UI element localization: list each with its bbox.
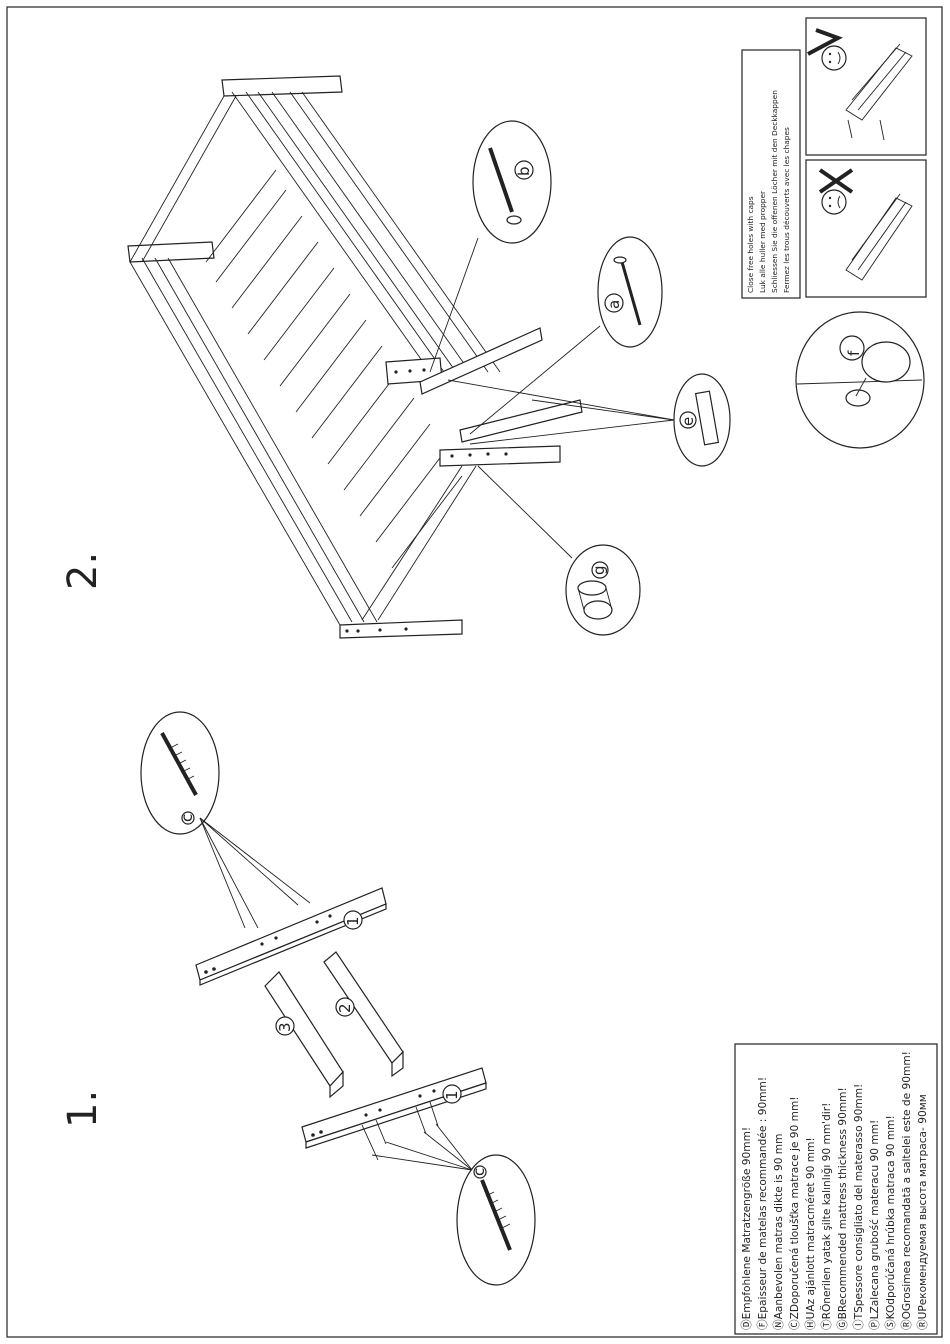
mattress-note-line-8: ⒾTSpessore consigliato del materasso 90m… (853, 1084, 865, 1330)
board-part-3: 3 (264, 971, 344, 1099)
caps-note-line-1: Close free holes with caps (746, 196, 755, 293)
happy-face-icon (821, 45, 847, 71)
frame-assembly (127, 75, 583, 639)
mattress-note-box: ⒹEmpfohlene Matratzengröße 90mm! ⒻEpaiss… (734, 1043, 938, 1335)
mattress-note-line-1: ⒹEmpfohlene Matratzengröße 90mm! (741, 1127, 753, 1330)
mattress-note-line-10: ⓈKOdporúčaná hrúbka matraca 90 mm! (885, 1115, 897, 1330)
mattress-note-line-9: ⓅLZalecana grubość materacu 90 mm! (869, 1120, 881, 1330)
label-bolt-b: b (515, 166, 533, 176)
callout-dowel-e: e (447, 373, 731, 467)
board-part-1-bottom: 1 (301, 1067, 487, 1161)
caps-note-line-2: Luk alle huller med propper (758, 190, 767, 293)
label-bolt-a: a (605, 300, 623, 309)
label-part-2: 2 (336, 1003, 354, 1013)
mattress-note-line-6: ⓉRÖnerilen yatak şilte kalınlığı 90 mm'd… (820, 1103, 833, 1330)
frame-slats (205, 169, 463, 569)
callout-cap-f: f (795, 311, 925, 449)
page-border (6, 6, 943, 1338)
caps-note-box: Close free holes with caps Luk alle hull… (741, 49, 801, 299)
mattress-note-line-4: ⒸZDoporučená tloušťka matrace je 90 mm! (789, 1096, 801, 1330)
step-two-number: 2. (60, 552, 106, 590)
label-part-3: 3 (276, 1022, 294, 1032)
wrong-example-panel (805, 159, 927, 298)
mattress-note-line-11: ⓇOGrosimea recomandată a saltelei este d… (901, 1051, 913, 1330)
mattress-note-line-7: ⒼBRecommended mattress thickness 90mm! (837, 1087, 849, 1330)
board-part-2: 2 (323, 951, 404, 1078)
cross-mark-icon (818, 168, 854, 194)
label-cap-f: f (845, 350, 863, 356)
label-bolt-c-bottom: c (470, 1168, 488, 1176)
callout-bolt-a: a (469, 236, 663, 435)
step-one-diagram: 1 2 3 1 (140, 711, 536, 1286)
caps-note-line-3: Schliessen Sie die offenen Löcher mit de… (770, 90, 779, 293)
mattress-note-line-3: ⓃAanbevolen matras dikte is 90 mm (773, 1134, 785, 1330)
caps-note-line-4: Fermez les trous découverts avec les cha… (782, 127, 791, 293)
sad-face-icon (821, 189, 847, 215)
board-part-1-top: 1 (195, 887, 387, 986)
label-cap-g: g (590, 565, 608, 575)
callout-bolt-c-top: c (140, 711, 311, 929)
step-two-diagram: b a e g (127, 17, 927, 639)
step-one-number: 1. (60, 1090, 106, 1128)
callout-bolt-b: b (429, 120, 552, 373)
label-part-1-top: 1 (344, 916, 362, 926)
mattress-note-line-5: ⒽUAz ajánlott matracméret 90 mm! (805, 1137, 817, 1330)
callout-cap-g: g (477, 465, 641, 636)
check-mark-icon (807, 28, 843, 56)
correct-example-panel (805, 17, 927, 156)
label-part-1-bottom: 1 (443, 1090, 461, 1100)
callout-bolt-c-bottom: c (371, 1123, 536, 1286)
label-bolt-c-top: c (178, 814, 196, 822)
label-dowel-e: e (679, 417, 697, 426)
mattress-note-line-2: ⒻEpaisseur de matelas recommandée : 90mm… (757, 1077, 769, 1330)
mattress-note-line-12: ⓇUРекомендуемая высота матраса- 90мм (917, 1094, 929, 1330)
